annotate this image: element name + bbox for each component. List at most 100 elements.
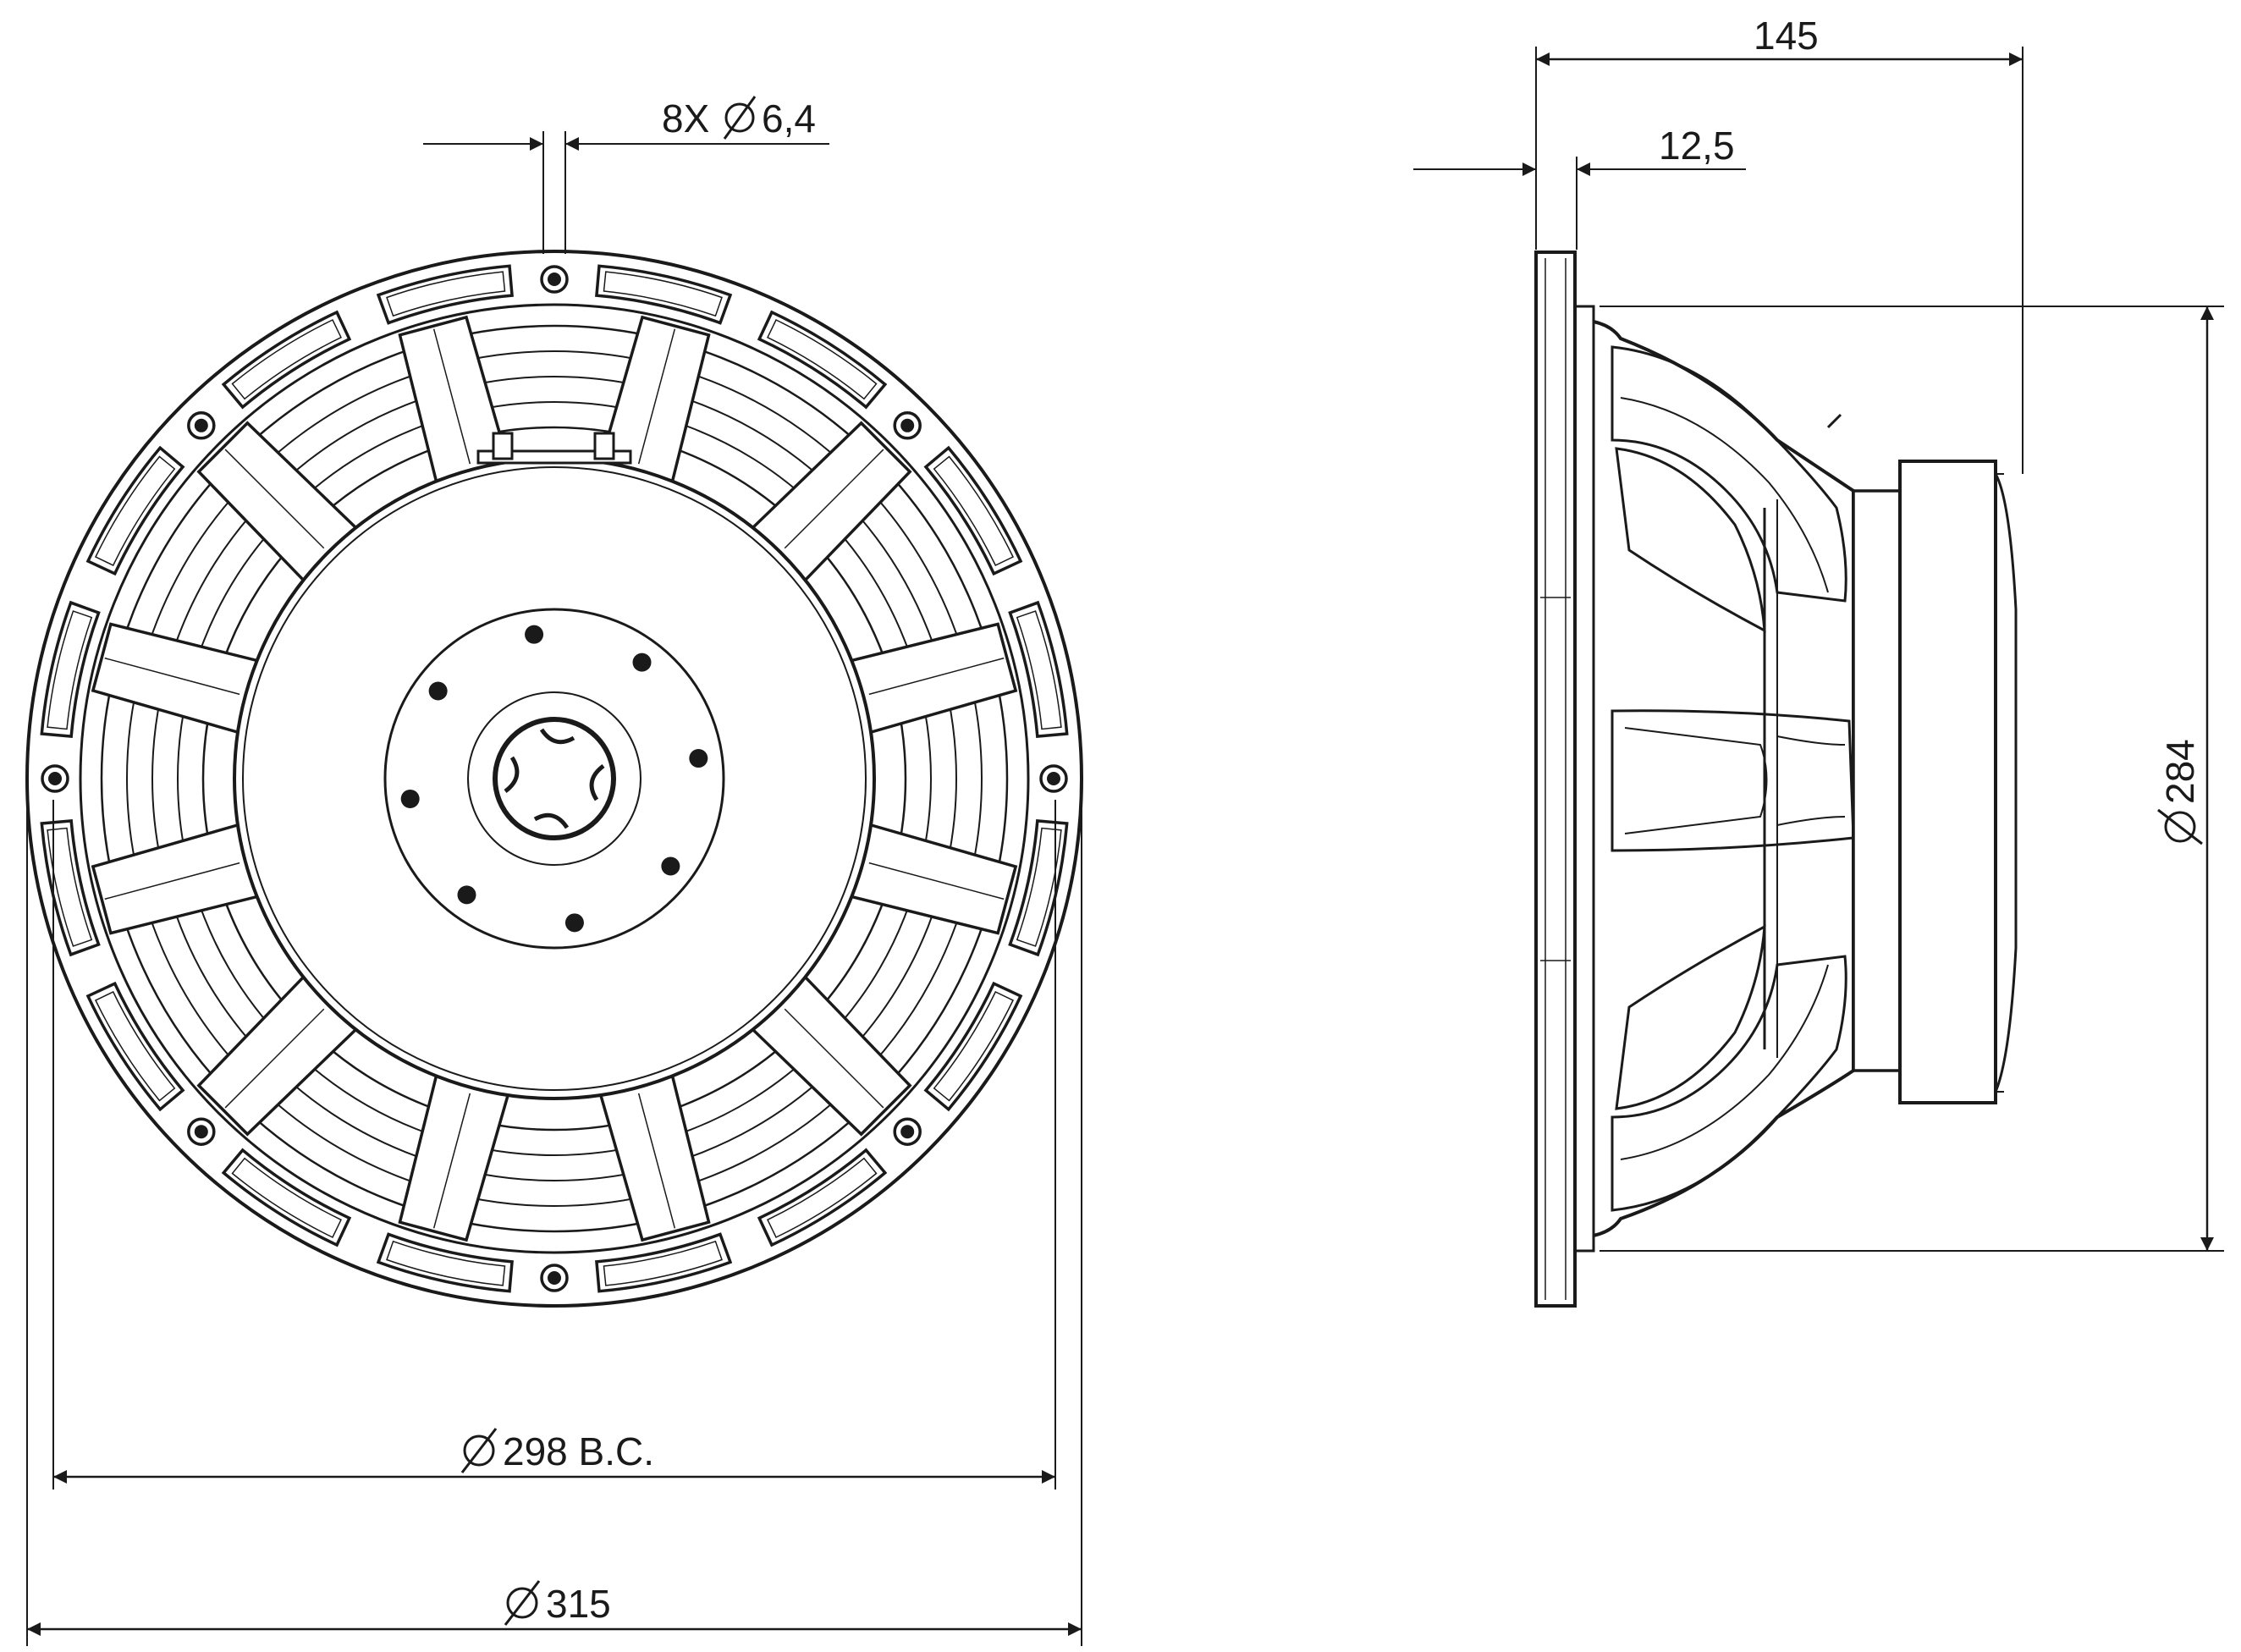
spoke-rib	[104, 862, 240, 900]
rim-slot-inner	[766, 1157, 878, 1238]
diameter-symbol	[2157, 808, 2203, 845]
rim-slot	[85, 981, 185, 1112]
mount-hole-core	[548, 1271, 561, 1285]
front-view: 8X 6,4 298 B.C. 315	[25, 96, 1083, 1646]
mount-hole-core	[194, 1125, 208, 1139]
front-basket-ring	[100, 324, 1009, 1233]
rim-slot	[376, 264, 514, 325]
spoke-rib	[432, 1093, 471, 1229]
rim-slot	[757, 310, 888, 410]
front-basket-ring-4	[177, 401, 932, 1156]
rim-slot-inner	[386, 1240, 506, 1286]
side-upper-wedge	[1615, 447, 1766, 633]
rim-slot	[376, 1232, 514, 1293]
front-basket-ring-2	[126, 350, 983, 1207]
rim-slot-inner	[933, 990, 1014, 1102]
bolt-circle-value: 298 B.C.	[503, 1429, 654, 1473]
mount-holes-value: 6,4	[762, 96, 816, 140]
basket-spoke	[847, 622, 1018, 735]
side-upper-spoke	[1611, 345, 1847, 603]
mount-hole-core	[194, 418, 208, 432]
spoke-rib	[637, 1093, 676, 1229]
rim-slot	[85, 445, 185, 576]
back-plate-bolt	[428, 681, 448, 701]
hole-diameter-dimension: 8X 6,4	[423, 96, 829, 254]
rim-slot-inner	[766, 319, 878, 400]
rim-slot-inner	[231, 1157, 343, 1238]
back-plate-bolt	[400, 789, 420, 808]
rim-slot	[923, 445, 1023, 576]
rim-slot-inner	[231, 319, 343, 400]
spoke-rib	[784, 449, 884, 549]
bolt-circle-dimension: 298 B.C.	[52, 800, 1056, 1490]
depth-dimension: 145	[1535, 14, 2024, 474]
mount-hole-core	[48, 772, 62, 785]
spoke-rib	[868, 862, 1005, 900]
spoke-rib	[637, 328, 676, 465]
pole-vent	[493, 717, 616, 840]
magnet-plate	[233, 457, 876, 1100]
front-basket-ring-3	[151, 376, 957, 1181]
basket-spoke	[597, 1071, 711, 1242]
back-plate-bolt	[457, 885, 476, 905]
rim-slot-inner	[386, 271, 506, 317]
diameter-symbol	[460, 1428, 498, 1473]
side-pole	[1994, 473, 2018, 1093]
front-basket-ring-5	[201, 426, 907, 1132]
side-magnet	[1852, 489, 1902, 1072]
rim-slot-inner	[95, 455, 176, 567]
mount-hole-core	[548, 273, 561, 286]
side-back-plate	[1898, 460, 1997, 1104]
rim-slots	[40, 264, 1069, 1293]
rim-slot	[1008, 819, 1069, 957]
cutout-diameter-value: 284	[2158, 739, 2202, 804]
back-plate-bolt	[661, 856, 680, 876]
rim-slot-inner	[47, 827, 93, 947]
pole-vent-lobes	[504, 728, 605, 829]
spoke-rib	[784, 1008, 884, 1109]
side-middle-spoke	[1611, 709, 1855, 852]
basket-spoke	[91, 622, 262, 735]
side-basket-outline	[1593, 320, 1855, 1237]
rim-slot	[595, 264, 733, 325]
spoke-rib	[224, 1008, 325, 1109]
back-plate	[383, 608, 725, 950]
basket-spoke	[91, 822, 262, 935]
basket-spokes	[91, 315, 1018, 1242]
back-plate-bolt	[632, 653, 652, 672]
rim-slot-inner	[47, 610, 93, 730]
pole-ring	[467, 691, 641, 866]
rim-slot-inner	[603, 271, 723, 317]
spoke-rib	[224, 449, 325, 549]
rim-slot	[40, 600, 101, 738]
mounting-holes	[41, 265, 1068, 1292]
mount-hole-core	[900, 418, 915, 432]
spoke-rib	[432, 328, 471, 465]
back-plate-bolt	[525, 625, 544, 644]
side-lower-wedge	[1615, 924, 1766, 1110]
flange-thickness-dimension: 12,5	[1413, 124, 1746, 250]
side-flange	[1534, 251, 1577, 1308]
magnet-plate-edge	[242, 466, 867, 1091]
terminal-block	[476, 432, 632, 465]
side-view	[1534, 251, 2018, 1308]
rim-slot	[923, 981, 1023, 1112]
basket-spoke	[847, 822, 1018, 935]
back-plate-bolt	[689, 749, 708, 768]
rim-slot-inner	[603, 1240, 723, 1286]
rim-slot-inner	[1016, 610, 1062, 730]
diameter-symbol	[723, 96, 757, 140]
mount-hole-core	[1047, 772, 1060, 785]
front-outer-rim	[25, 250, 1083, 1308]
back-plate-bolts	[400, 625, 708, 933]
rim-slot	[757, 1148, 888, 1247]
outer-diameter-value: 315	[546, 1582, 611, 1626]
rim-slot	[221, 1148, 352, 1247]
back-plate-bolt	[564, 913, 584, 933]
basket-spoke	[398, 1071, 511, 1242]
rim-slot	[595, 1232, 733, 1293]
diameter-symbol	[504, 1580, 541, 1626]
rim-slot	[1008, 600, 1069, 738]
flange-thickness-value: 12,5	[1659, 124, 1735, 168]
